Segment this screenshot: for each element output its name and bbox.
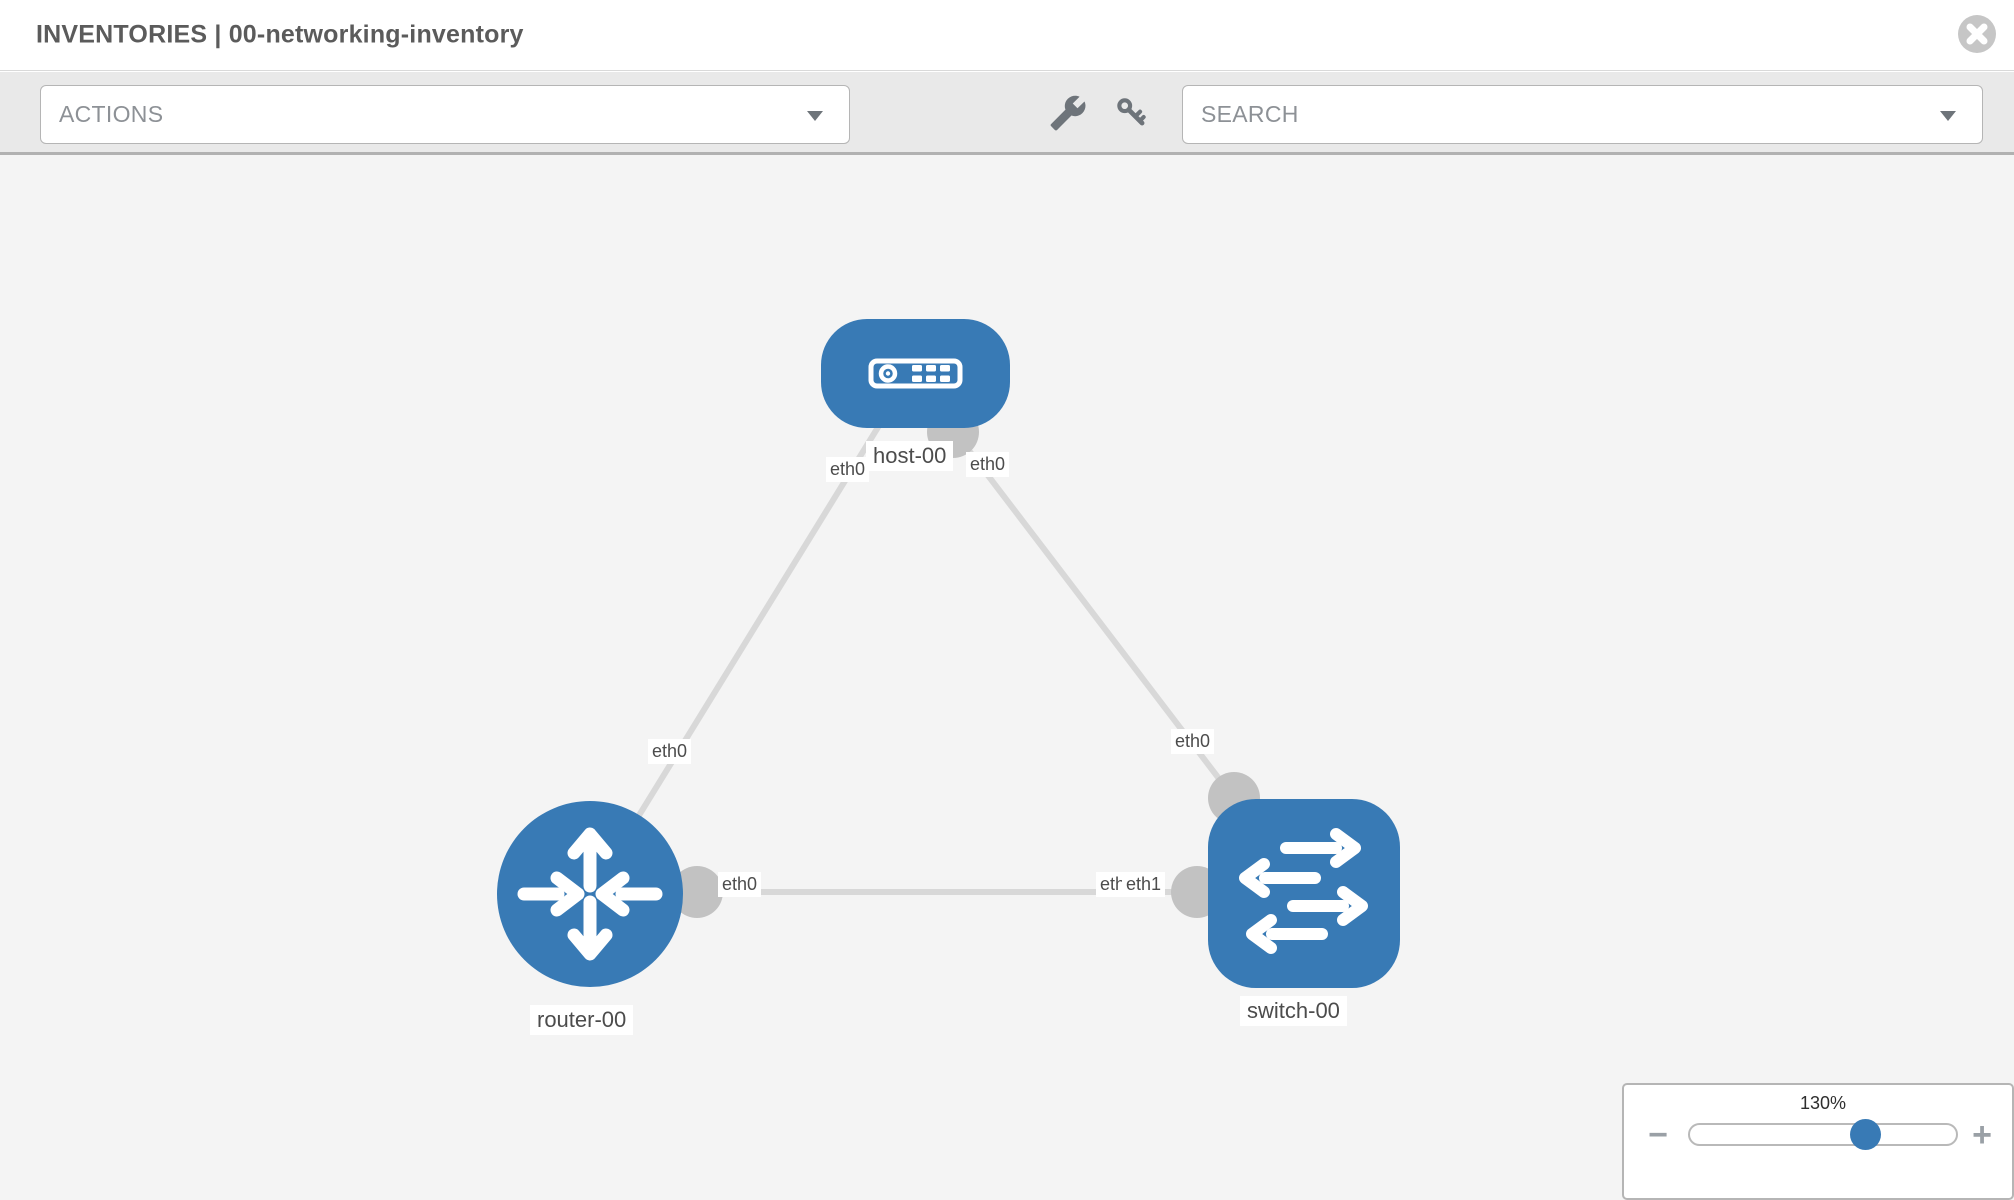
topology-canvas[interactable]: host-00 router-00 switch-00 eth0 eth0 et… <box>0 155 2014 1200</box>
node-label-host: host-00 <box>866 441 954 471</box>
credentials-button[interactable] <box>1110 92 1154 136</box>
zoom-slider-handle[interactable] <box>1850 1119 1881 1150</box>
chevron-down-icon <box>807 111 823 121</box>
server-icon <box>868 358 963 389</box>
actions-dropdown[interactable]: ACTIONS <box>40 85 850 144</box>
node-label-switch: switch-00 <box>1240 996 1347 1026</box>
close-icon <box>1958 15 1996 53</box>
header-bar: INVENTORIES | 00-networking-inventory <box>0 0 2014 71</box>
node-switch-00[interactable] <box>1208 799 1400 988</box>
link-endpoint-router <box>671 866 723 918</box>
wrench-icon <box>1050 95 1086 130</box>
interface-label-host-eth0-left: eth0 <box>826 457 870 482</box>
zoom-out-button[interactable]: − <box>1640 1112 1676 1158</box>
zoom-level-readout: 130% <box>1799 1093 1847 1113</box>
page-title: INVENTORIES | 00-networking-inventory <box>36 20 524 49</box>
chevron-down-icon <box>1940 111 1956 121</box>
search-dropdown-label: SEARCH <box>1201 101 1299 127</box>
tools-button[interactable] <box>1046 92 1090 136</box>
toolbar: ACTIONS SEARCH <box>0 72 2014 155</box>
interface-label-router-eth0-top: eth0 <box>648 739 692 764</box>
node-host-00[interactable] <box>821 319 1010 428</box>
link-host-router[interactable] <box>619 422 883 845</box>
node-router-00[interactable] <box>497 801 683 987</box>
zoom-control-panel: 130% − + <box>1622 1083 2014 1200</box>
interface-label-switch-eth0-top: eth0 <box>1171 729 1215 754</box>
key-icon <box>1117 97 1146 125</box>
close-button[interactable] <box>1957 14 1997 54</box>
links-layer <box>619 406 1260 918</box>
switch-arrows-icon <box>1239 828 1368 954</box>
zoom-slider[interactable] <box>1688 1119 1958 1150</box>
interface-label-router-eth0-right: eth0 <box>718 872 762 897</box>
router-arrows-icon <box>517 827 663 961</box>
interface-label-host-eth0-right: eth0 <box>966 452 1010 477</box>
interface-label-switch-eth1: eth1 <box>1122 872 1166 897</box>
zoom-in-button[interactable]: + <box>1964 1112 2000 1158</box>
search-dropdown[interactable]: SEARCH <box>1182 85 1983 144</box>
node-label-router: router-00 <box>530 1005 634 1035</box>
actions-dropdown-label: ACTIONS <box>59 101 164 127</box>
